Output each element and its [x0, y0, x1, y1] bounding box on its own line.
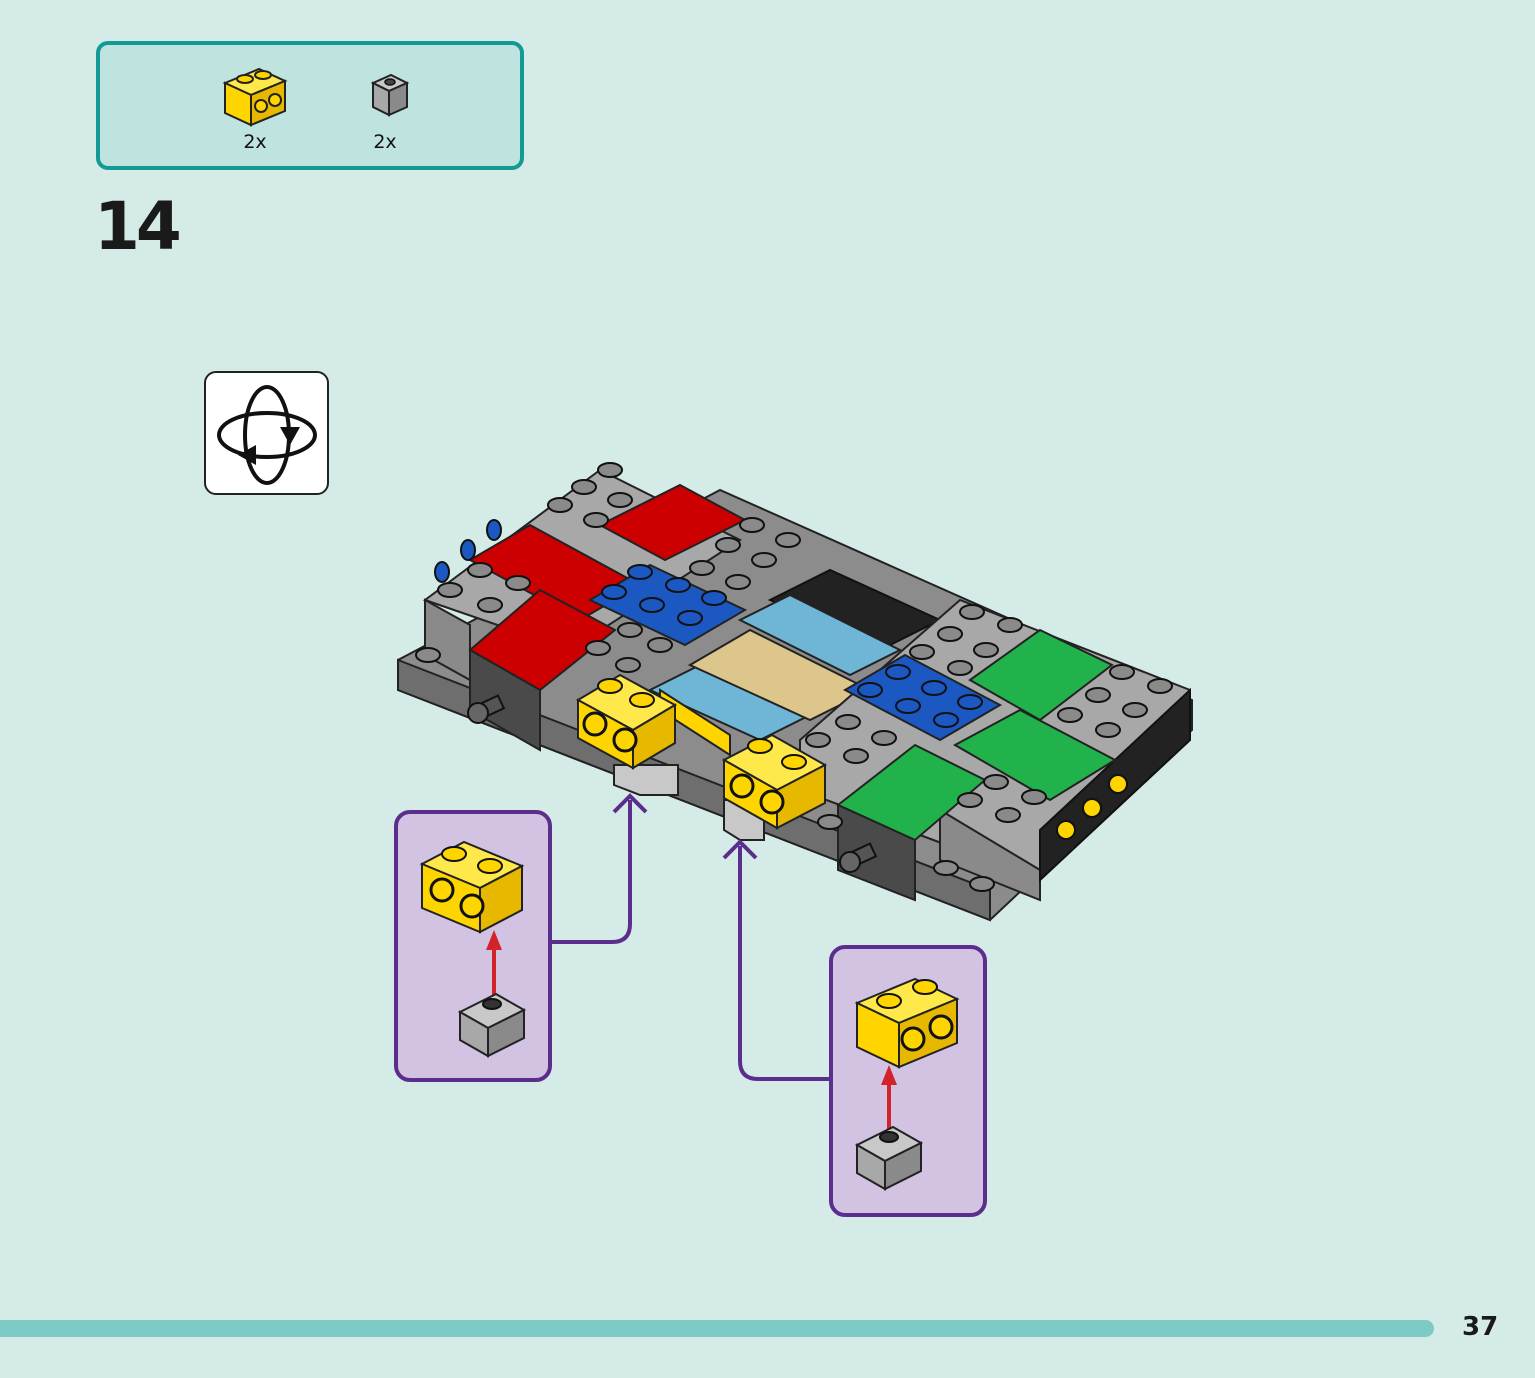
rotate-hint-box [204, 371, 329, 495]
yellow-brick-icon [854, 977, 960, 1069]
light-blue-tile [737, 593, 903, 677]
part-item-yellow-brick: 2x [210, 63, 300, 153]
blue-plate [842, 653, 1003, 742]
gray-brick-icon [457, 992, 527, 1058]
arrow-up-icon [722, 839, 758, 860]
sub-assembly-callout-1 [394, 810, 552, 1082]
gray-studs [415, 462, 801, 673]
yellow-brick-icon [222, 67, 288, 127]
sub-assembly-diagram [854, 977, 960, 1191]
page-number: 37 [1462, 1312, 1499, 1342]
gray-brick-under [613, 764, 679, 796]
gray-brick-right-side [939, 808, 1041, 902]
parts-list-box: 2x 2x [96, 41, 524, 170]
red-arrow-up-icon [881, 1065, 897, 1133]
blue-studs [601, 564, 727, 626]
part-count: 2x [373, 131, 397, 153]
right-axle-icon [839, 842, 878, 873]
left-axle-icon [467, 694, 506, 724]
yellow-brick-icon [419, 840, 525, 934]
step-number: 14 [94, 188, 182, 265]
gray-brick-icon [370, 73, 410, 117]
yellow-brick-2 [721, 733, 828, 841]
green-tile [968, 628, 1114, 722]
green-tile [952, 708, 1118, 802]
technic-holes [1056, 774, 1128, 840]
blue-studs [857, 664, 983, 728]
callout-connector-2 [738, 846, 829, 1081]
blue-pins [434, 519, 502, 583]
part-count: 2x [243, 131, 267, 153]
callout-connector-1 [552, 800, 632, 944]
gray-brick-icon [854, 1125, 924, 1191]
gray-studs [805, 604, 1173, 892]
yellow-brick-1 [575, 673, 679, 796]
footer-bar [0, 1320, 1434, 1337]
arrow-up-icon [612, 793, 648, 814]
red-brick-side [469, 648, 541, 752]
sub-assembly-diagram [419, 840, 527, 1058]
rotate-model-icon [217, 385, 317, 485]
part-item-gray-brick: 2x [340, 63, 430, 153]
green-brick-side [837, 803, 916, 902]
sub-assembly-callout-2 [829, 945, 987, 1217]
red-arrow-up-icon [486, 930, 502, 998]
